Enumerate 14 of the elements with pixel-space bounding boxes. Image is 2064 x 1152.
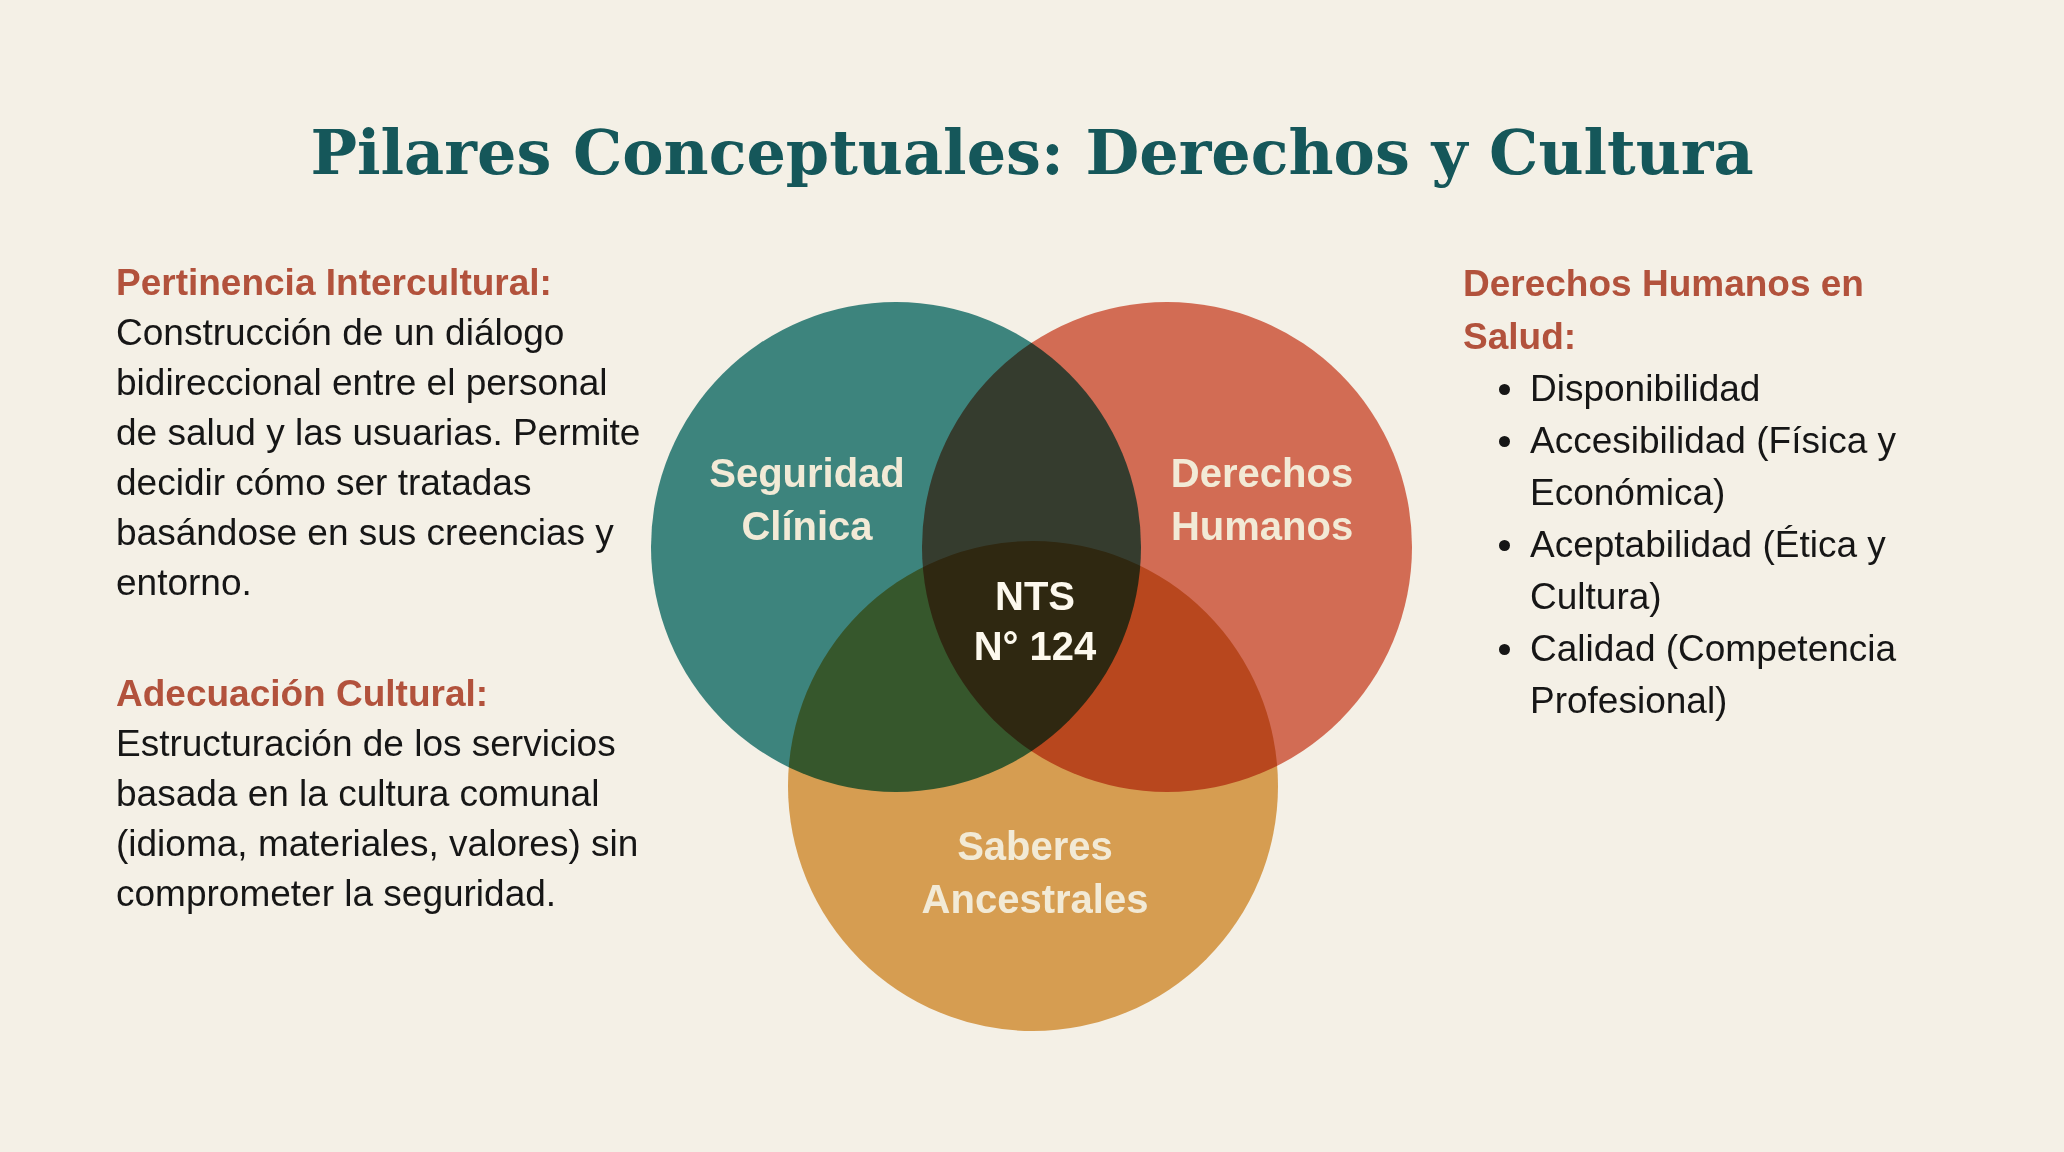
description-text: Construcción de un diálogo bidireccional entre el personal de salud y las usuarias. Permite decidir cómo ser tratadas basándose en sus creencias y entorno. [116,311,642,605]
section-heading: Derechos Humanos en Salud: [1463,262,1865,359]
section-heading: Pertinencia Intercultural: [116,261,553,305]
list-item-text: Calidad (Competencia Profesional) [1530,627,1898,723]
circle-label: Derechos Humanos [1169,450,1355,550]
list-item-text: Disponibilidad [1530,367,1762,411]
description-text: Estructuración de los servicios basada en la cultura comunal (idioma, materiales, valores) sin comprometer la seguridad. [116,722,640,916]
circle-label: Seguridad Clínica [708,450,906,550]
circle-label: Saberes Ancestrales [920,823,1150,923]
list-item-text: Aceptabilidad (Ética y Cultura) [1530,523,1887,619]
center-label: NTS N° 124 [972,573,1098,670]
title: Pilares Conceptuales: Derechos y Cultura [309,115,1755,191]
list-item-text: Accesibilidad (Física y Económica) [1530,419,1897,515]
section-heading: Adecuación Cultural: [116,672,490,716]
